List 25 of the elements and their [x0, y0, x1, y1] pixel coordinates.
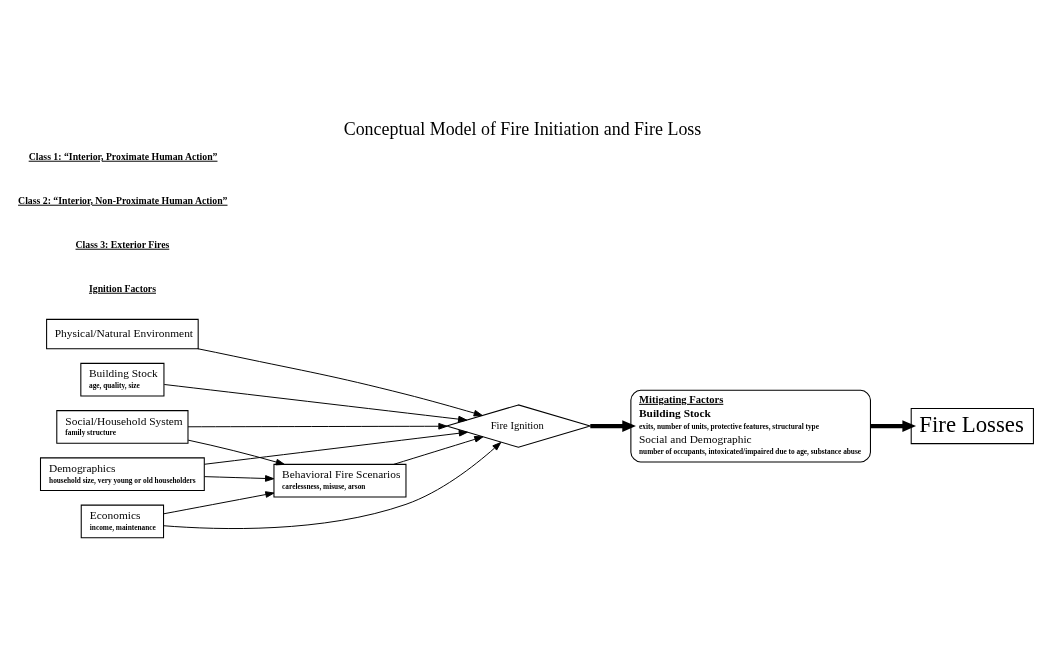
- node-box: Building Stock age, quality, size: [80, 362, 165, 397]
- node-diamond: Fire Ignition: [444, 404, 592, 448]
- node-box: Fire Losses: [910, 408, 1034, 445]
- node-box: Social/Household System family structure: [56, 410, 189, 444]
- node-box: Economics income, maintenance: [80, 504, 165, 539]
- arrow: [870, 420, 916, 433]
- arrow: [163, 491, 275, 515]
- arrow: [163, 384, 468, 423]
- arrow: [187, 422, 448, 430]
- diagram-title: Conceptual Model of Fire Initiation and Fire Loss: [343, 118, 702, 139]
- node-box: Behavioral Fire Scenarios carelessness, misuse, arson: [273, 463, 407, 498]
- arrow: [197, 348, 483, 417]
- label: Class 1: “Interior, Proximate Human Action”: [28, 150, 218, 162]
- arrow: [203, 429, 468, 465]
- node-box: Mitigating Factors Building Stock exits, number of units, protective features, structural type Social and Demographic number of occupants, intoxicated/impaired due to age, substance abuse: [630, 389, 871, 463]
- label: Class 3: Exterior Fires: [75, 238, 170, 250]
- node-box: Physical/Natural Environment: [46, 318, 199, 350]
- arrow: [187, 439, 285, 466]
- node-box: Demographics household size, very young or old householders: [39, 457, 205, 491]
- label: Ignition Factors: [88, 282, 156, 294]
- label: Class 2: “Interior, Non-Proximate Human Action”: [18, 194, 228, 206]
- arrow: [393, 436, 484, 465]
- arrow: [163, 442, 502, 530]
- arrow: [590, 420, 636, 433]
- arrow: [204, 475, 275, 482]
